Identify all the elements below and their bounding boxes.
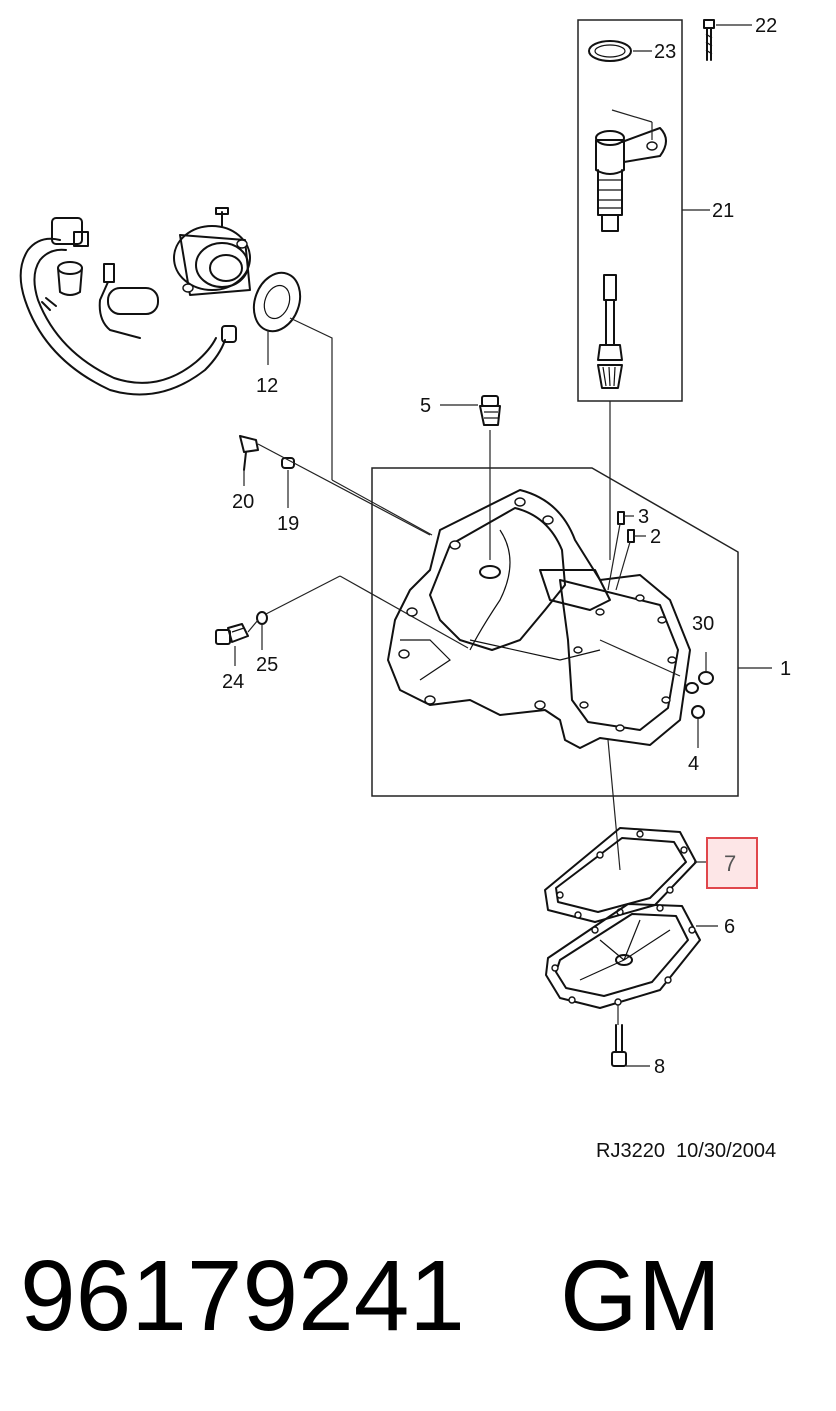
part-3-pin[interactable] — [617, 511, 625, 525]
part-1-transaxle-case[interactable] — [387, 489, 691, 749]
callout-2[interactable]: 2 — [650, 526, 661, 548]
part-25-washer[interactable] — [256, 611, 268, 625]
part-6-oil-pan[interactable] — [545, 903, 701, 1009]
callout-23[interactable]: 23 — [654, 41, 676, 63]
part-5-breather[interactable] — [479, 395, 501, 426]
part-2-pin[interactable] — [627, 529, 635, 543]
callout-8[interactable]: 8 — [654, 1056, 665, 1078]
part-4-plug[interactable] — [691, 705, 705, 719]
part-7-oil-pan-gasket[interactable] — [544, 827, 697, 923]
callout-24[interactable]: 24 — [222, 671, 244, 693]
transaxle-case-box — [371, 467, 739, 797]
part-22-bolt[interactable] — [703, 19, 715, 61]
clutch-release-assembly[interactable] — [19, 207, 251, 396]
part-24-switch[interactable] — [215, 623, 249, 645]
part-12-washer[interactable] — [246, 266, 308, 337]
callout-3[interactable]: 3 — [638, 506, 649, 528]
speedometer-group — [577, 19, 752, 560]
brand-name: GM — [560, 1240, 721, 1352]
speedometer-group-box — [577, 19, 683, 402]
part-30-plug[interactable] — [698, 671, 714, 685]
case-plug — [685, 682, 699, 694]
diagram-reference: RJ3220 10/30/2004 — [596, 1140, 776, 1162]
part-8-bolt[interactable] — [611, 1024, 627, 1067]
callout-7[interactable]: 7 — [724, 851, 736, 876]
callout-22[interactable]: 22 — [755, 15, 777, 37]
callout-30[interactable]: 30 — [692, 613, 714, 635]
callout-21[interactable]: 21 — [712, 200, 734, 222]
speedometer-driven-gear[interactable] — [597, 274, 623, 389]
callout-12[interactable]: 12 — [256, 375, 278, 397]
callout-4[interactable]: 4 — [688, 753, 699, 775]
part-number: 96179241 — [20, 1240, 465, 1352]
highlight-box-7[interactable] — [706, 837, 758, 889]
part-21-speed-sender[interactable] — [595, 127, 667, 232]
callout-20[interactable]: 20 — [232, 491, 254, 513]
part-20-bolt[interactable] — [239, 435, 259, 471]
part-23-o-ring[interactable] — [588, 40, 632, 62]
callout-1[interactable]: 1 — [780, 658, 791, 680]
callout-25[interactable]: 25 — [256, 654, 278, 676]
callout-6[interactable]: 6 — [724, 916, 735, 938]
callout-19[interactable]: 19 — [277, 513, 299, 535]
callout-5[interactable]: 5 — [420, 395, 431, 417]
